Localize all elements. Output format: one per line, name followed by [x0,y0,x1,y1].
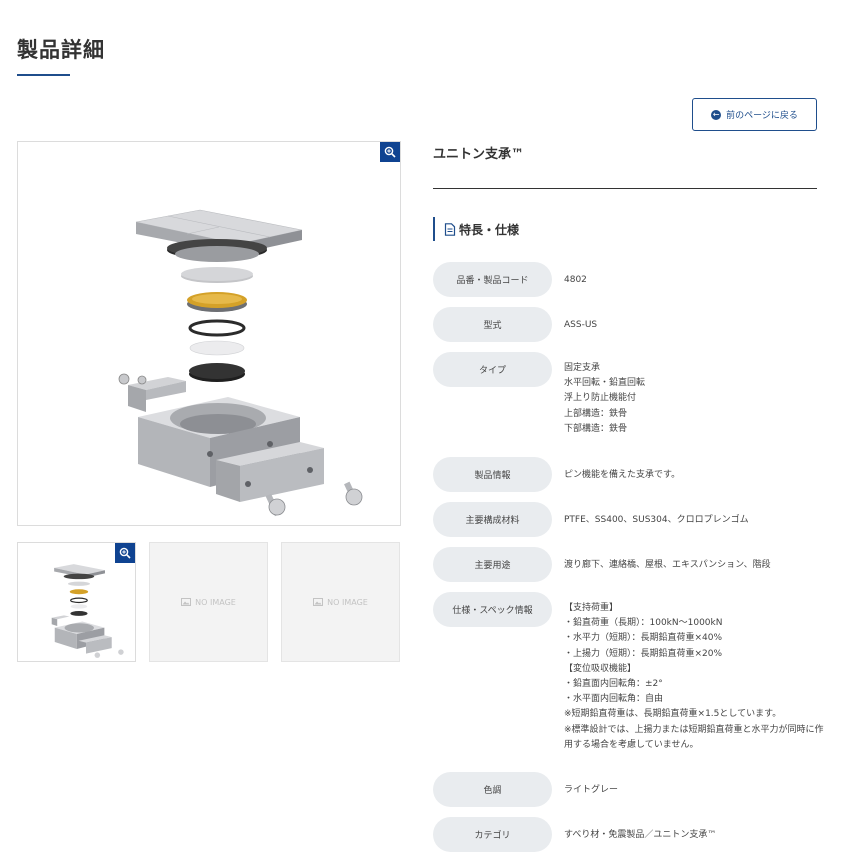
spec-value: ASS-US [564,320,598,330]
back-button-label: 前のページに戻る [726,111,798,121]
spec-row-type: タイプ 固定支承 水平回転・鉛直回転 浮上り防止機能付 上部構造：鉄骨 下部構造… [433,352,824,437]
section-title: 特長・仕様 [459,222,520,237]
title-underline [17,74,70,76]
spec-row-materials: 主要構成材料 PTFE、SS400、SUS304、クロロプレンゴム [433,502,824,537]
thumbnail-3[interactable]: NO IMAGE [281,542,400,662]
zoom-in-icon[interactable] [115,543,135,563]
arrow-left-circle-icon: ← [711,109,722,120]
spec-row-product-info: 製品情報 ピン機能を備えた支承です。 [433,457,824,492]
back-button[interactable]: ← 前のページに戻る [692,98,817,131]
spec-row-model: 型式 ASS-US [433,307,824,342]
spec-value: ピン機能を備えた支承です。 [564,470,681,480]
spec-value: ライトグレー [564,785,619,795]
section-heading: 特長・仕様 [433,217,519,241]
spec-row-specifications: 仕様・スペック情報 【支持荷重】 ・鉛直荷重（長期）：100kN〜1000kN … [433,592,824,753]
spec-value: PTFE、SS400、SUS304、クロロプレンゴム [564,515,749,525]
spec-value: 4802 [564,275,587,285]
main-product-image[interactable] [17,141,401,526]
bearing-exploded-illustration [118,209,363,517]
spec-value: 渡り廊下、連絡橋、屋根、エキスパンション、階段 [564,560,771,570]
spec-key: 色調 [433,772,552,807]
divider [433,188,817,189]
spec-value: すべり材・免震製品／ユニトン支承™ [564,830,717,840]
spec-value: 固定支承 水平回転・鉛直回転 浮上り防止機能付 上部構造：鉄骨 下部構造：鉄骨 [564,363,646,434]
spec-key: タイプ [433,352,552,387]
no-image-label: NO IMAGE [195,597,236,607]
spec-row-category: カテゴリ すべり材・免震製品／ユニトン支承™ [433,817,824,852]
spec-key: 仕様・スペック情報 [433,592,552,627]
spec-key: カテゴリ [433,817,552,852]
spec-row-color: 色調 ライトグレー [433,772,824,807]
spec-value: 【支持荷重】 ・鉛直荷重（長期）：100kN〜1000kN ・水平力（短期）：長… [564,603,824,750]
bearing-thumbnail-illustration [51,564,124,658]
page-title: 製品詳細 [17,38,105,62]
spec-key: 主要構成材料 [433,502,552,537]
spec-row-product-code: 品番・製品コード 4802 [433,262,824,297]
product-name: ユニトン支承™ [433,147,525,162]
zoom-in-icon[interactable] [380,142,400,162]
thumbnail-2[interactable]: NO IMAGE [149,542,268,662]
spec-row-usage: 主要用途 渡り廊下、連絡橋、屋根、エキスパンション、階段 [433,547,824,582]
spec-key: 製品情報 [433,457,552,492]
document-icon [444,222,456,236]
no-image-label: NO IMAGE [327,597,368,607]
spec-key: 品番・製品コード [433,262,552,297]
spec-key: 型式 [433,307,552,342]
spec-key: 主要用途 [433,547,552,582]
thumbnail-1[interactable] [17,542,136,662]
image-placeholder-icon [313,598,324,606]
image-placeholder-icon [181,598,192,606]
